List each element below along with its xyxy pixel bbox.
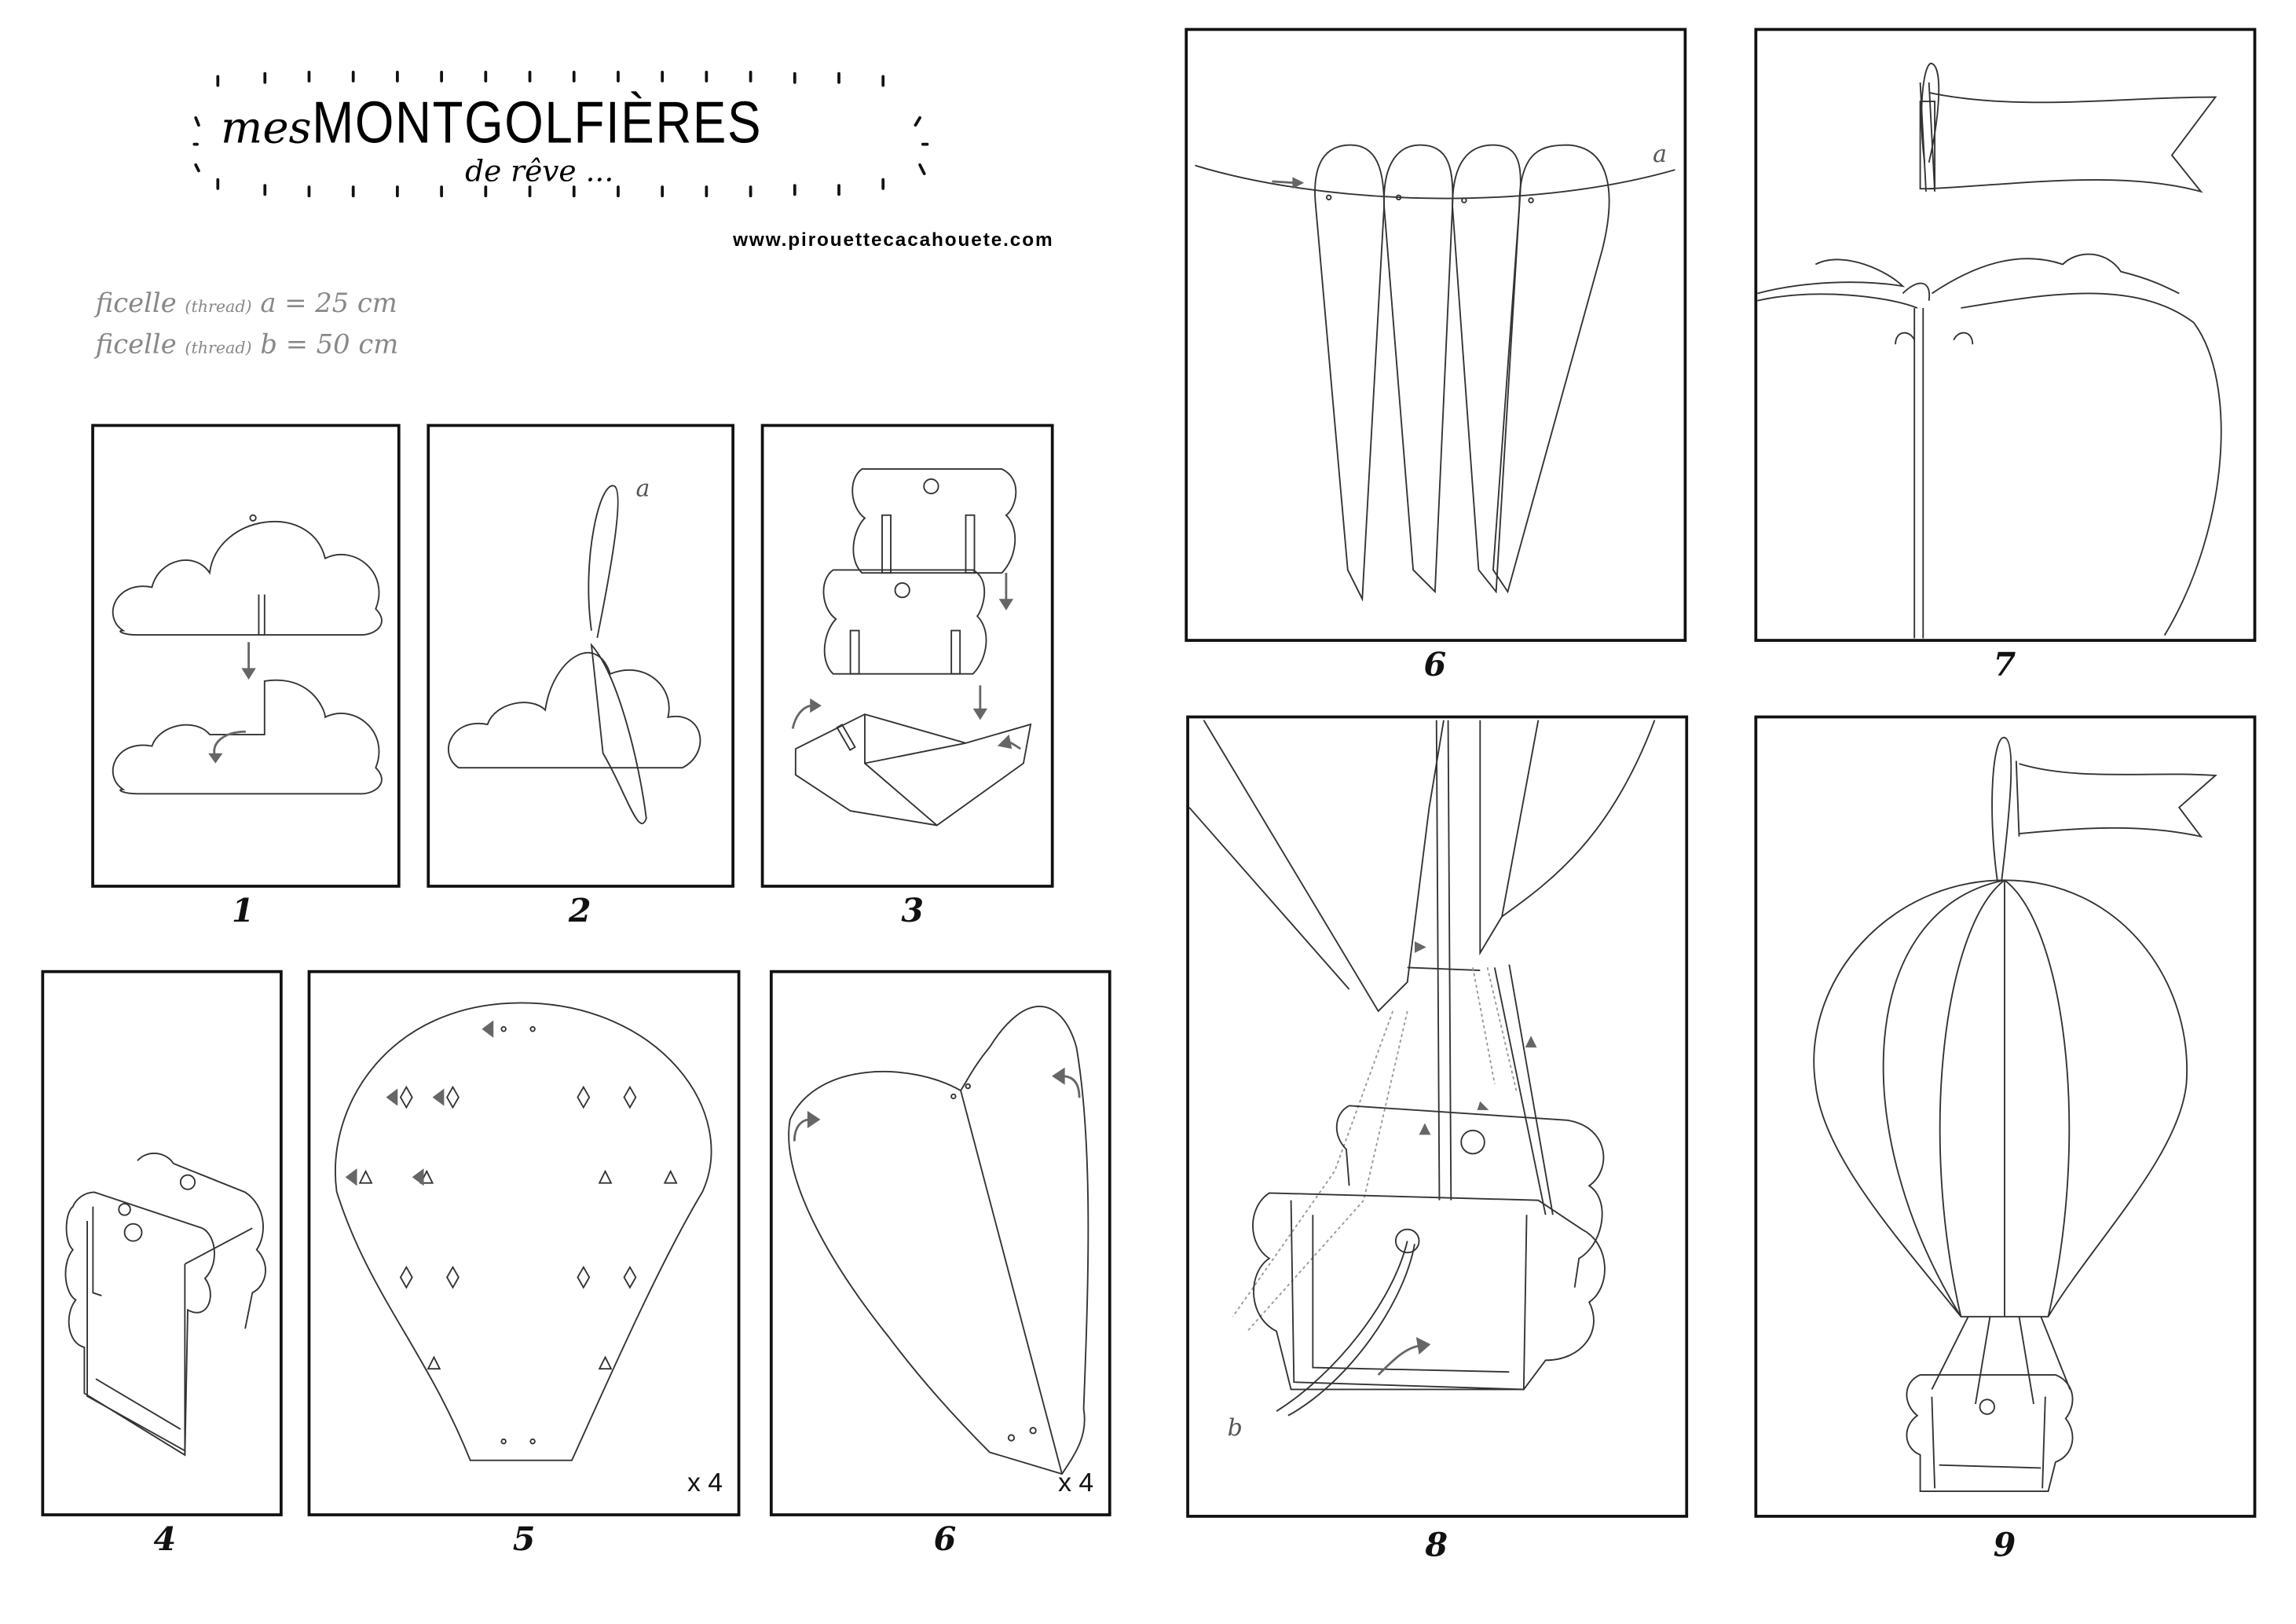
step-9-label: 9 <box>1993 1527 2016 1565</box>
step-2-label: 2 <box>568 892 591 931</box>
title-main: MONTGOLFIÈRES <box>311 91 762 156</box>
balloon-top-flag-illustration <box>1757 31 2253 639</box>
step-5-panel: x 4 <box>307 970 741 1516</box>
step-4-panel <box>41 970 283 1516</box>
dashed-frame <box>192 59 943 206</box>
finished-balloon-illustration <box>1757 718 2253 1515</box>
cloud-slots-illustration <box>94 427 397 885</box>
step-4-label: 4 <box>153 1520 177 1560</box>
step-2-panel: a <box>427 423 734 888</box>
basket-attach-illustration <box>1189 718 1685 1515</box>
assembled-basket-illustration <box>44 973 280 1514</box>
gores-on-thread-illustration <box>1188 31 1683 639</box>
thread-b-marker: b <box>1227 1413 1243 1442</box>
step-6-fold-label: 6 <box>933 1520 957 1560</box>
step-3-label: 3 <box>901 892 925 931</box>
title-prefix: mes <box>221 103 312 155</box>
thread-b-length: ficelle (thread) b = 50 cm <box>95 329 399 361</box>
step-1-label: 1 <box>231 892 255 931</box>
step-6-fold-panel: x 4 <box>769 970 1111 1516</box>
step-7-label: 7 <box>1993 646 2016 685</box>
folded-gore-illustration <box>773 973 1108 1514</box>
subtitle: de rêve ... <box>465 152 614 189</box>
thread-a-marker: a <box>1653 140 1668 168</box>
step-3-panel <box>760 423 1054 888</box>
balloon-gore-piece-illustration <box>310 973 737 1514</box>
thread-a-marker: a <box>635 474 650 502</box>
step-6-multiplier: x 4 <box>1058 1468 1094 1498</box>
basket-pieces-illustration <box>764 427 1050 885</box>
step-5-label: 5 <box>512 1520 536 1560</box>
clouds-crossed-illustration <box>430 427 731 885</box>
title-logo: mesMONTGOLFIÈRES <box>192 59 943 206</box>
step-8-label: 8 <box>1425 1527 1448 1565</box>
step-6-thread-label: 6 <box>1423 646 1447 685</box>
step-9-panel <box>1754 715 2257 1518</box>
step-8-panel: b <box>1186 715 1689 1518</box>
website-url[interactable]: www.pirouettecacahouete.com <box>733 228 1054 251</box>
step-7-panel <box>1754 27 2257 642</box>
step-5-multiplier: x 4 <box>687 1468 723 1498</box>
step-6-thread-panel: a <box>1185 27 1687 642</box>
step-1-panel <box>91 423 401 888</box>
thread-a-length: ficelle (thread) a = 25 cm <box>95 288 397 320</box>
